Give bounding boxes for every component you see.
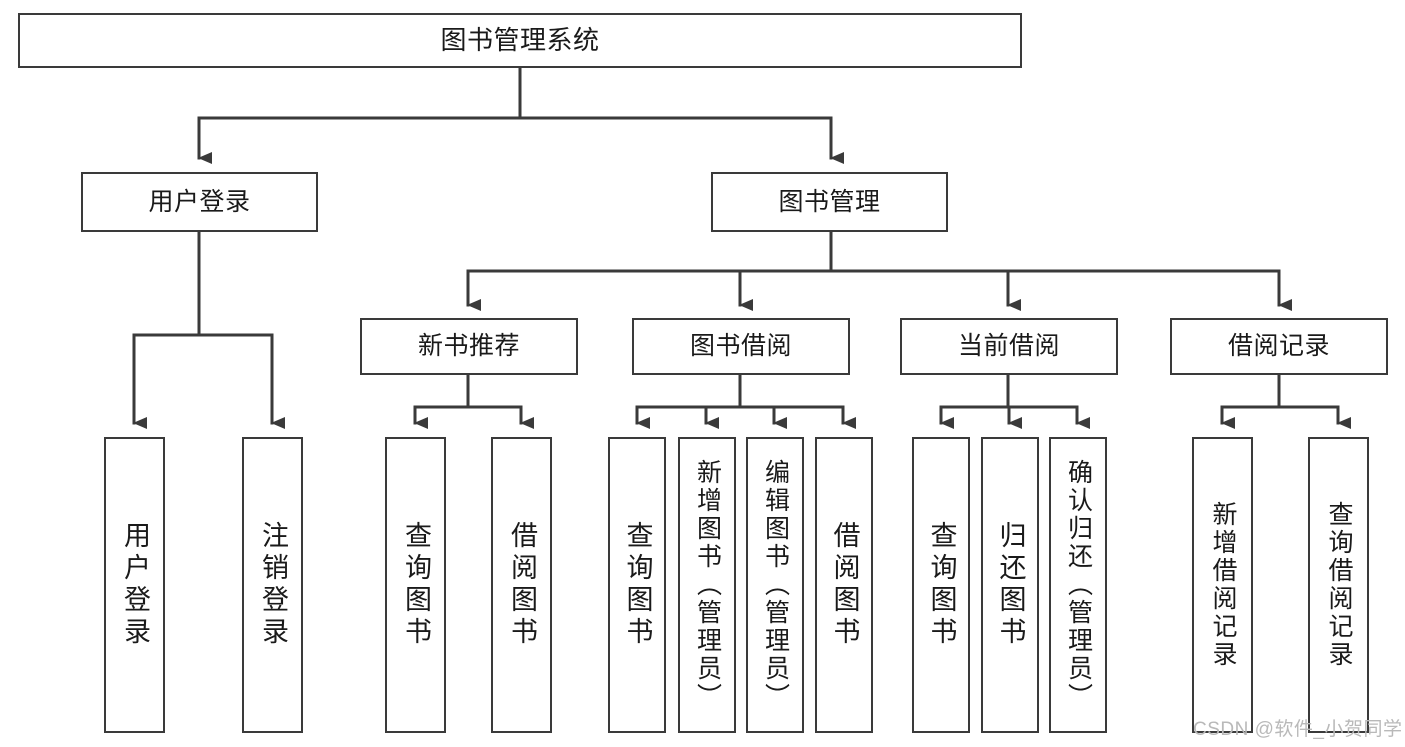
node-book-borrow-label: 图书借阅 bbox=[689, 332, 792, 360]
node-leaf-add-book-label: 新增图书（管理员） bbox=[693, 459, 722, 711]
node-leaf-borrow-book-2[interactable]: 借阅图书 bbox=[815, 437, 873, 733]
node-leaf-add-record-label: 新增借阅记录 bbox=[1209, 501, 1237, 669]
node-leaf-add-record[interactable]: 新增借阅记录 bbox=[1192, 437, 1253, 733]
node-user-login[interactable]: 用户登录 bbox=[81, 172, 318, 232]
node-leaf-confirm-return-label: 确认归还（管理员） bbox=[1064, 459, 1093, 711]
node-leaf-borrow-book-2-label: 借阅图书 bbox=[829, 521, 860, 649]
node-leaf-borrow-book-1-label: 借阅图书 bbox=[507, 521, 537, 649]
node-borrow-record[interactable]: 借阅记录 bbox=[1170, 318, 1388, 375]
node-root-label: 图书管理系统 bbox=[440, 25, 600, 56]
node-leaf-query-book-1[interactable]: 查询图书 bbox=[385, 437, 446, 733]
node-current-borrow[interactable]: 当前借阅 bbox=[900, 318, 1118, 375]
node-leaf-user-login-label: 用户登录 bbox=[120, 521, 150, 649]
node-current-borrow-label: 当前借阅 bbox=[957, 332, 1060, 360]
node-leaf-add-book[interactable]: 新增图书（管理员） bbox=[678, 437, 736, 733]
watermark: CSDN @软件_小贺同学 bbox=[1193, 719, 1403, 740]
node-leaf-query-book-3[interactable]: 查询图书 bbox=[912, 437, 970, 733]
node-leaf-borrow-book-1[interactable]: 借阅图书 bbox=[491, 437, 552, 733]
node-borrow-record-label: 借阅记录 bbox=[1227, 332, 1330, 360]
node-leaf-return-book-label: 归还图书 bbox=[995, 521, 1026, 649]
node-root[interactable]: 图书管理系统 bbox=[18, 13, 1022, 68]
node-leaf-query-book-3-label: 查询图书 bbox=[926, 521, 957, 649]
node-book-manage[interactable]: 图书管理 bbox=[711, 172, 948, 232]
node-leaf-query-book-1-label: 查询图书 bbox=[401, 521, 431, 649]
node-leaf-query-book-2-label: 查询图书 bbox=[622, 521, 653, 649]
node-leaf-edit-book-label: 编辑图书（管理员） bbox=[761, 459, 790, 711]
node-leaf-user-logout[interactable]: 注销登录 bbox=[242, 437, 303, 733]
node-leaf-query-record[interactable]: 查询借阅记录 bbox=[1308, 437, 1369, 733]
node-leaf-edit-book[interactable]: 编辑图书（管理员） bbox=[746, 437, 804, 733]
node-leaf-query-book-2[interactable]: 查询图书 bbox=[608, 437, 666, 733]
node-leaf-query-record-label: 查询借阅记录 bbox=[1325, 501, 1353, 669]
node-leaf-return-book[interactable]: 归还图书 bbox=[981, 437, 1039, 733]
node-new-book-recommend[interactable]: 新书推荐 bbox=[360, 318, 578, 375]
node-leaf-user-login[interactable]: 用户登录 bbox=[104, 437, 165, 733]
node-leaf-user-logout-label: 注销登录 bbox=[258, 521, 288, 649]
node-user-login-label: 用户登录 bbox=[148, 187, 251, 216]
node-new-book-recommend-label: 新书推荐 bbox=[417, 332, 520, 360]
node-book-borrow[interactable]: 图书借阅 bbox=[632, 318, 850, 375]
node-book-manage-label: 图书管理 bbox=[778, 187, 881, 216]
node-leaf-confirm-return[interactable]: 确认归还（管理员） bbox=[1049, 437, 1107, 733]
